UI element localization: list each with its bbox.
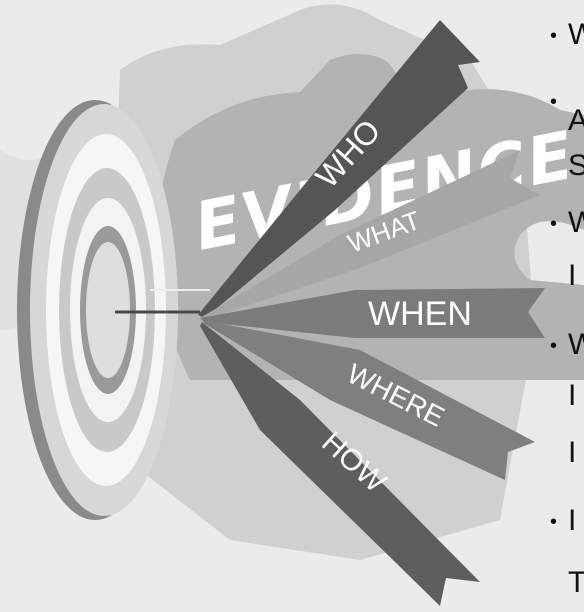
bullet-fragment-2: A <box>568 104 584 137</box>
bullet-fragment-9: I <box>568 504 576 537</box>
bullet-fragment-8: I <box>568 436 576 469</box>
bullet-fragment-6: W <box>568 328 584 361</box>
bullet-5: • <box>550 511 557 533</box>
bullet-fragment-5: I <box>568 259 576 292</box>
bullet-2: • <box>550 91 557 113</box>
bullet-fragment-4: W <box>568 206 584 239</box>
ribbon-when-label: WHEN <box>368 295 472 333</box>
target-board <box>17 100 178 520</box>
bullet-fragment-7: I <box>568 379 576 412</box>
bullet-fragment-3: S <box>568 149 584 182</box>
bullet-4: • <box>550 335 557 357</box>
bullet-fragment-1: W <box>568 18 584 51</box>
bullet-fragment-10: T <box>568 566 584 599</box>
bullet-1: • <box>550 25 557 47</box>
target-center <box>86 242 130 378</box>
bullet-3: • <box>550 213 557 235</box>
